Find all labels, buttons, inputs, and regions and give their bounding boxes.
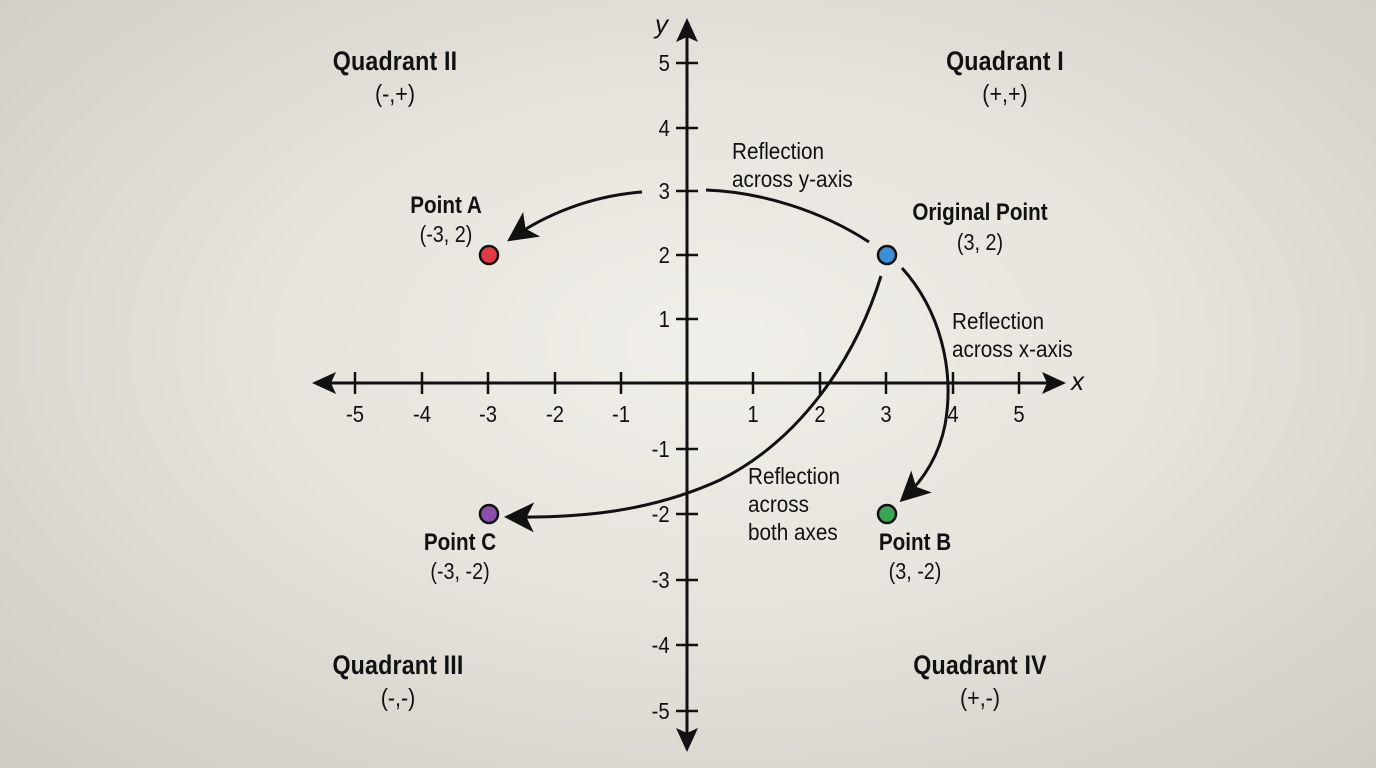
- x-axis: [312, 372, 1066, 394]
- y-tick-label: -2: [651, 501, 670, 527]
- point-c-marker: [478, 503, 500, 525]
- annotation-line: across: [748, 491, 809, 518]
- annotation-line: Reflection: [748, 463, 841, 489]
- annotation-line: across x-axis: [952, 336, 1073, 363]
- annotation-reflection-y-axis: Reflection across y-axis: [732, 137, 853, 193]
- x-tick-label: -2: [545, 401, 564, 427]
- x-tick-label: -5: [345, 401, 364, 427]
- quadrant-signs: (+,-): [959, 684, 1001, 712]
- arc-reflection-y-axis-left: [507, 190, 643, 242]
- y-tick-label: 2: [658, 242, 670, 268]
- arc-reflection-y-axis: [705, 188, 870, 244]
- x-tick-label: 5: [1013, 401, 1025, 427]
- quadrant-title: Quadrant I: [946, 46, 1064, 76]
- annotation-reflection-x-axis: Reflection across x-axis: [952, 307, 1073, 363]
- point-coord: (-3, -2): [430, 558, 490, 584]
- point-coord: (3, 2): [956, 229, 1004, 255]
- y-tick-label: 5: [658, 50, 670, 76]
- y-axis-up-arrow-icon: [676, 18, 698, 42]
- x-tick-label: 4: [947, 401, 959, 427]
- x-axis-left-arrow-icon: [312, 372, 336, 394]
- x-axis-right-arrow-icon: [1042, 372, 1066, 394]
- point-b-marker: [876, 503, 898, 525]
- annotation-line: Reflection: [952, 308, 1045, 334]
- point-a-marker: [478, 244, 500, 266]
- point-name: Point C: [423, 529, 497, 556]
- point-name: Point B: [878, 529, 952, 556]
- x-tick-label: 2: [814, 401, 826, 427]
- x-tick-label: 3: [880, 401, 892, 427]
- point-coord: (3, -2): [888, 558, 942, 584]
- annotation-line: Reflection: [732, 138, 825, 164]
- annotation-line: across y-axis: [732, 166, 853, 193]
- quadrant-title: Quadrant IV: [913, 650, 1047, 680]
- point-name: Original Point: [912, 199, 1048, 226]
- original-point-marker: [876, 244, 898, 266]
- quadrant-title: Quadrant II: [332, 46, 458, 76]
- x-axis-label: x: [1071, 366, 1084, 396]
- quadrant-signs: (-,+): [374, 80, 416, 108]
- y-tick-label: -3: [651, 567, 670, 593]
- y-tick-label: 4: [658, 115, 670, 141]
- annotation-line: both axes: [748, 519, 838, 546]
- arc-reflection-x-axis: [899, 266, 950, 503]
- point-name: Point A: [410, 192, 482, 219]
- y-tick-label: 3: [658, 178, 670, 204]
- y-tick-label: 1: [658, 306, 670, 332]
- y-axis-down-arrow-icon: [676, 728, 698, 752]
- y-axis-ticks: [676, 61, 698, 713]
- x-tick-label: -3: [478, 401, 497, 427]
- point-coord: (-3, 2): [419, 221, 473, 247]
- x-tick-label: 1: [747, 401, 759, 427]
- y-tick-label: -4: [651, 632, 670, 658]
- y-tick-label: -5: [651, 698, 670, 724]
- arc-reflection-both-axes: [504, 275, 883, 533]
- y-axis-label: y: [655, 9, 668, 39]
- annotation-reflection-both-axes: Reflection across both axes: [748, 462, 840, 546]
- quadrant-signs: (-,-): [380, 684, 416, 712]
- x-tick-label: -4: [412, 401, 431, 427]
- quadrant-title: Quadrant III: [332, 650, 464, 680]
- quadrant-signs: (+,+): [982, 80, 1028, 108]
- x-axis-ticks: [353, 372, 1021, 394]
- x-tick-label: -1: [611, 401, 630, 427]
- y-axis: [676, 18, 698, 752]
- y-tick-label: -1: [651, 436, 670, 462]
